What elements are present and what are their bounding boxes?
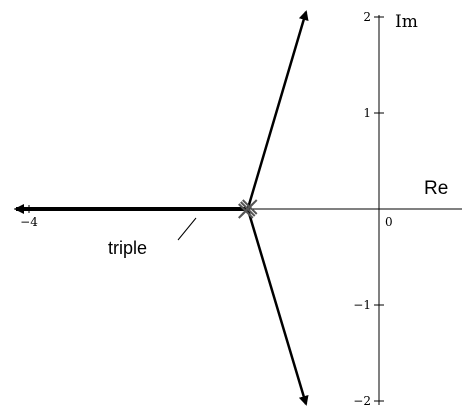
annotation-leader-line: [177, 217, 197, 241]
branch-upper: [246, 10, 309, 210]
real-axis-label: Re: [424, 178, 448, 199]
x-tick-label: 0: [385, 215, 393, 229]
triple-annotation: triple: [108, 238, 147, 258]
imag-axis-label: Im: [395, 12, 418, 32]
poles: [238, 199, 258, 219]
ticks: 2 1 −1 −2 −4 0: [20, 10, 392, 408]
y-tick-label: −1: [353, 298, 371, 312]
pole-cross-icon: [238, 203, 254, 219]
y-tick-label: −2: [353, 394, 371, 408]
locus-branches: [14, 10, 309, 406]
x-tick-label: −4: [20, 215, 38, 229]
y-tick-label: 2: [363, 10, 371, 24]
y-tick-label: 1: [363, 106, 371, 120]
pole-cross-stroke: [238, 203, 254, 219]
branch-lower: [246, 208, 309, 406]
